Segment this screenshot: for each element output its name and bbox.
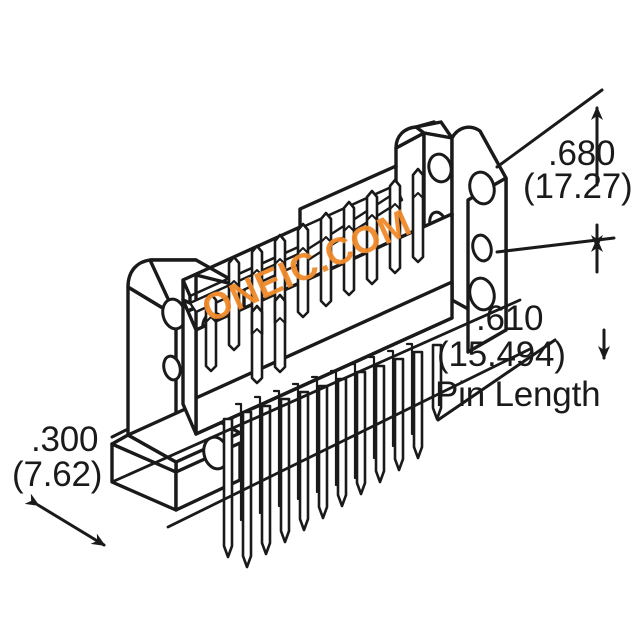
tick-depth xyxy=(110,428,128,439)
dimension-line-depth xyxy=(24,493,106,547)
pin-tail xyxy=(222,417,234,559)
extension-line-bottom xyxy=(166,347,532,529)
mounting-hole xyxy=(162,354,182,382)
header-pins-upper xyxy=(204,167,425,385)
dimension-depth-inches: .300 xyxy=(31,420,99,459)
dimension-pinlength-inches: .610 xyxy=(476,299,544,338)
dimension-height-millimeters: (17.27) xyxy=(523,167,633,206)
right-latch-mounting-holes xyxy=(427,152,496,312)
mounting-hole xyxy=(468,276,496,312)
pin xyxy=(388,178,402,275)
extension-line-top xyxy=(495,88,604,169)
dimension-lines xyxy=(24,88,616,547)
dimension-pinlength-millimeters: (15.494) xyxy=(437,335,566,374)
pin xyxy=(296,222,310,319)
mounting-hole xyxy=(468,170,496,206)
pin xyxy=(250,304,264,385)
pin-tails xyxy=(222,342,443,569)
mounting-hole xyxy=(427,152,453,184)
pin xyxy=(319,211,333,308)
pin xyxy=(411,167,425,264)
dimension-pinlength-caption: Pin Length xyxy=(435,375,601,414)
dimension-depth-millimeters: (7.62) xyxy=(12,455,103,494)
mounting-hole xyxy=(471,233,493,263)
extension-line-pinlength-top xyxy=(436,338,557,422)
pin xyxy=(365,189,379,286)
pin xyxy=(227,255,241,352)
dimension-height-inches: .680 xyxy=(548,134,616,173)
pin xyxy=(204,292,218,373)
pin xyxy=(342,200,356,297)
connector-body xyxy=(110,120,508,569)
pin xyxy=(273,293,287,374)
extension-line-depth-right xyxy=(110,298,522,484)
